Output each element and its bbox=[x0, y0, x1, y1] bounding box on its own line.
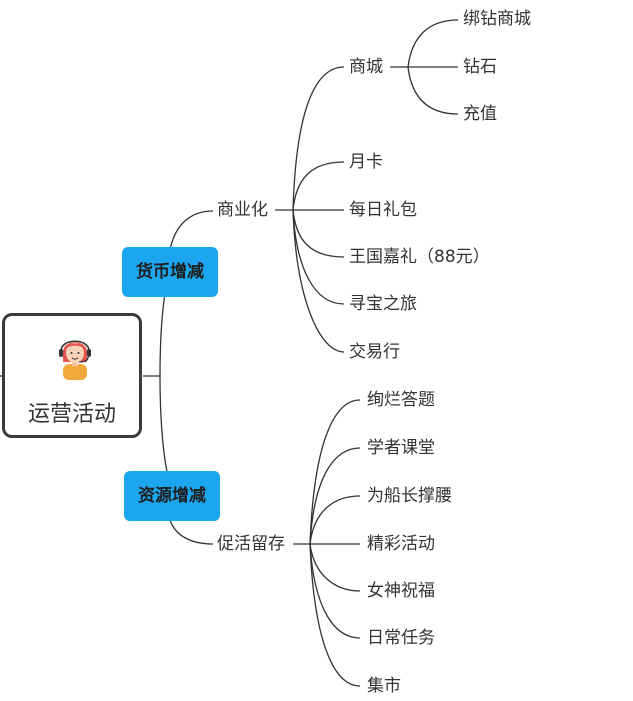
connector-to-yueka bbox=[292, 161, 345, 211]
node-recharge[interactable]: 充值 bbox=[463, 104, 497, 124]
connector-to-jiaoyi bbox=[292, 209, 345, 353]
node-events[interactable]: 精彩活动 bbox=[367, 534, 435, 554]
connector-cat1-to-sub1 bbox=[169, 210, 214, 251]
node-daily-pack[interactable]: 每日礼包 bbox=[349, 200, 417, 220]
category-node-currency[interactable]: 货币增减 bbox=[122, 247, 218, 297]
node-quiz[interactable]: 绚烂答题 bbox=[367, 390, 435, 410]
root-node[interactable]: 运营活动 bbox=[2, 313, 142, 438]
node-treasure-hunt[interactable]: 寻宝之旅 bbox=[349, 294, 417, 314]
connector-cat2-to-sub2 bbox=[169, 519, 214, 545]
node-retention[interactable]: 促活留存 bbox=[217, 534, 285, 554]
node-commercialization[interactable]: 商业化 bbox=[217, 200, 268, 220]
node-kingdom-gift[interactable]: 王国嘉礼（88元） bbox=[349, 247, 490, 267]
node-diamond[interactable]: 钻石 bbox=[463, 57, 497, 77]
connector-to-nvshen bbox=[309, 543, 361, 592]
node-trading-house[interactable]: 交易行 bbox=[349, 342, 400, 362]
connector-to-richang bbox=[309, 543, 361, 639]
node-daily-tasks[interactable]: 日常任务 bbox=[367, 628, 435, 648]
node-monthly-card[interactable]: 月卡 bbox=[349, 152, 383, 172]
connector-to-jishi bbox=[309, 543, 361, 687]
connector-to-bangzuan bbox=[407, 19, 459, 68]
connector-to-chuanzhang bbox=[309, 495, 361, 545]
node-market[interactable]: 集市 bbox=[367, 676, 401, 696]
connector-root-to-cat2 bbox=[159, 375, 171, 483]
node-shop[interactable]: 商城 bbox=[349, 57, 383, 77]
connector-to-xunbao bbox=[292, 209, 345, 305]
connector-to-xuezhe bbox=[309, 447, 361, 545]
root-label: 运营活动 bbox=[27, 402, 116, 427]
connector-to-xuanlan bbox=[309, 399, 361, 545]
node-goddess-blessing[interactable]: 女神祝福 bbox=[367, 581, 435, 601]
node-bound-diamond-shop[interactable]: 绑钻商城 bbox=[463, 9, 531, 29]
connector-to-shangcheng bbox=[292, 66, 345, 211]
connector-to-chongzhi bbox=[407, 66, 459, 115]
category-node-resources[interactable]: 资源增减 bbox=[124, 471, 220, 521]
connector-to-wangguo bbox=[292, 209, 345, 258]
node-scholar-class[interactable]: 学者课堂 bbox=[367, 438, 435, 458]
customer-service-avatar-icon bbox=[59, 340, 91, 380]
node-support-captain[interactable]: 为船长撑腰 bbox=[367, 486, 452, 506]
